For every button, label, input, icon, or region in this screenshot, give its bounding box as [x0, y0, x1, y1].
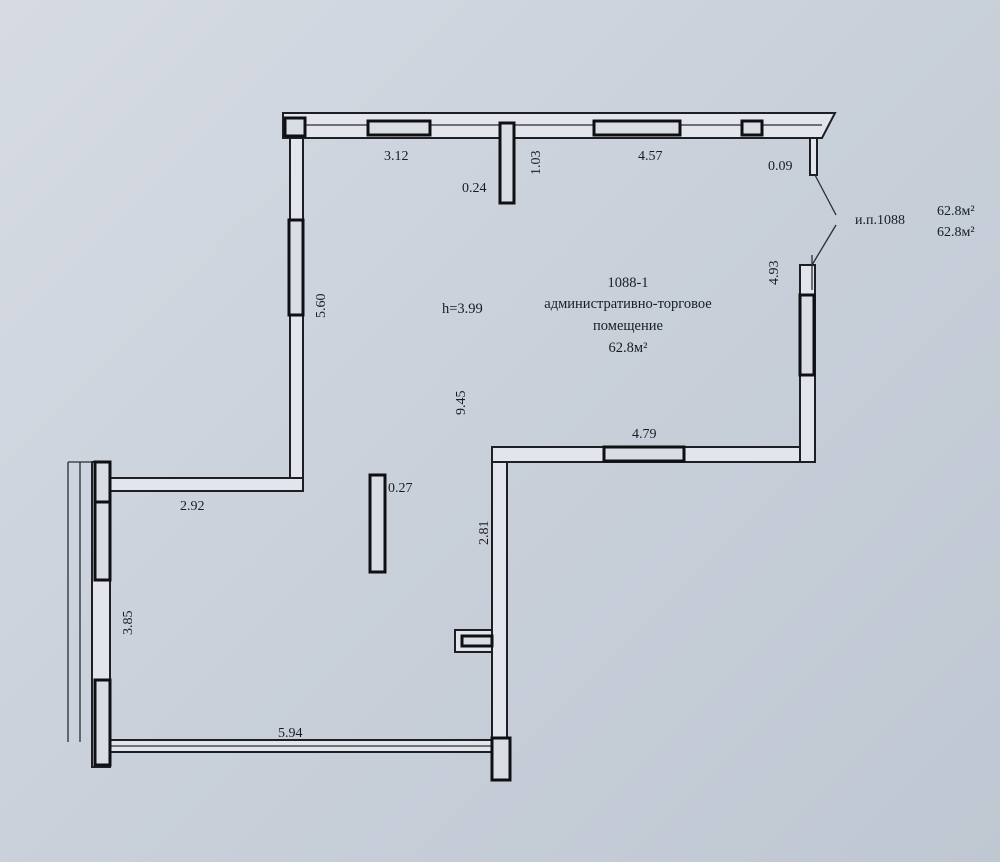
window-left-outer-1 [93, 498, 112, 582]
dim-door-gap: 0.09 [768, 159, 793, 174]
dim-mid-horizontal: 4.79 [632, 427, 657, 442]
room-type: административно-торговое [544, 296, 711, 312]
window-top-3 [740, 119, 764, 137]
window-mid-horizontal [602, 445, 686, 463]
window-top-1 [366, 119, 432, 137]
unit-area-2: 62.8м² [937, 225, 975, 240]
room-number: 1088-1 [607, 275, 648, 291]
dim-room-length: 9.45 [454, 391, 469, 416]
left-step-wall [99, 477, 304, 492]
window-top-2 [592, 119, 682, 137]
exterior-lines [67, 124, 822, 747]
dim-inner-column: 0.27 [388, 481, 413, 496]
window-right [798, 293, 816, 377]
window-top-left [283, 116, 307, 138]
room-area: 62.8м² [609, 340, 649, 356]
bottom-corner-block [490, 736, 512, 782]
ceiling-height: h=3.99 [442, 301, 483, 317]
column-inner [368, 473, 387, 574]
unit-area-1: 62.8м² [937, 204, 975, 219]
window-left-upper [287, 218, 305, 317]
entrance-door [811, 174, 837, 290]
top-right-stub [809, 137, 818, 176]
dim-left-upper: 5.60 [314, 294, 329, 319]
dim-right-wall: 4.93 [767, 261, 782, 286]
dim-left-step: 2.92 [180, 499, 205, 514]
walls [91, 112, 837, 781]
dim-top-right: 4.57 [638, 149, 663, 164]
window-left-outer-2 [93, 678, 112, 767]
middle-vertical-wall [491, 446, 508, 781]
dim-bottom: 5.94 [278, 726, 303, 741]
dim-top-left: 3.12 [384, 149, 409, 164]
niche-inner [460, 634, 494, 648]
dim-mid-vertical: 2.81 [477, 521, 492, 546]
dim-column-width: 0.24 [462, 181, 487, 196]
windows [93, 116, 816, 782]
room-type-2: помещение [593, 318, 663, 334]
dim-column-depth: 1.03 [529, 151, 544, 176]
column-top [498, 121, 516, 205]
unit-label: и.п.1088 [855, 213, 905, 228]
window-left-top [93, 460, 112, 504]
dim-left-outer: 3.85 [121, 611, 136, 636]
